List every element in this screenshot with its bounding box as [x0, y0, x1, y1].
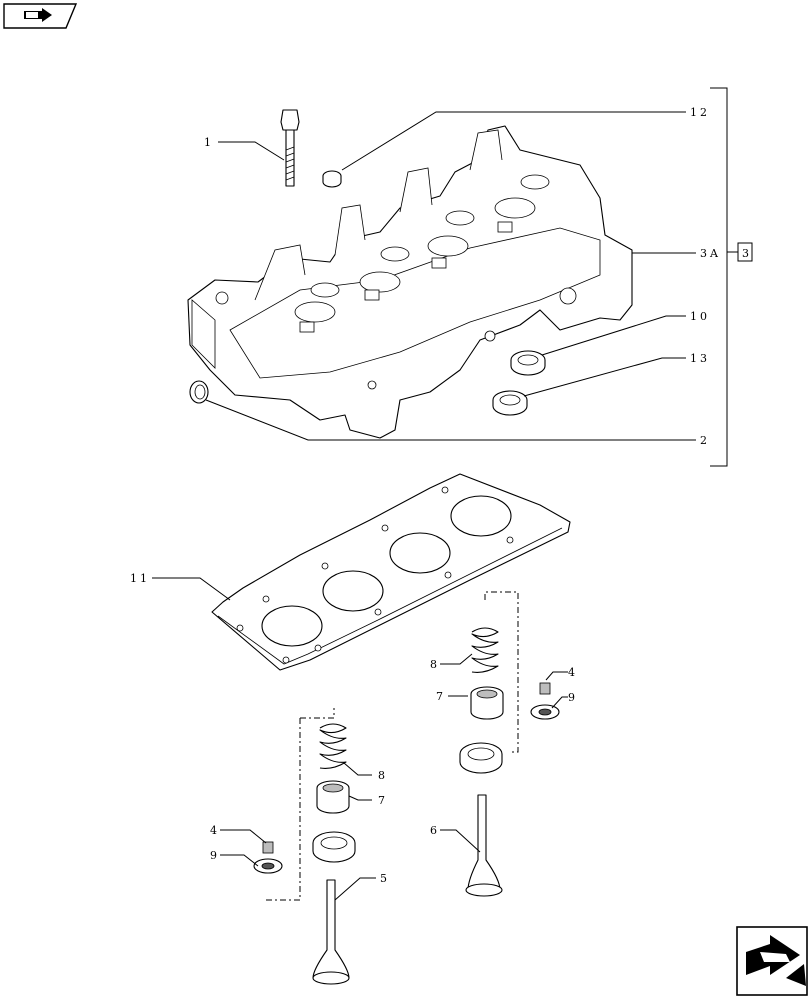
plug-part	[322, 170, 342, 188]
callout-4-lower: 4	[210, 824, 220, 837]
group-ref-label: 3	[742, 247, 749, 260]
top-nav-tab[interactable]	[3, 3, 78, 29]
callout-7-upper: 7	[436, 690, 446, 703]
large-plug-part	[492, 390, 528, 416]
callout-11: 11	[130, 572, 150, 585]
next-page-arrow-icon	[746, 935, 806, 986]
callout-8-lower: 8	[378, 769, 388, 782]
valve-seat-insert-lower	[312, 831, 356, 863]
callout-2: 2	[700, 434, 710, 447]
valve-stem-seal-lower	[316, 780, 350, 814]
callout-6: 6	[430, 824, 440, 837]
callout-3a: 3A	[700, 247, 721, 260]
callout-8-upper: 8	[430, 658, 440, 671]
valve-retainer-lower	[253, 858, 283, 874]
head-gasket	[211, 473, 571, 671]
callout-4-upper: 4	[568, 666, 578, 679]
group-ref-box[interactable]	[737, 242, 753, 262]
valve-stem-seal-upper	[470, 686, 504, 720]
book-arrow-icon	[24, 8, 52, 22]
callout-13: 13	[690, 352, 710, 365]
exhaust-valve	[312, 879, 350, 985]
valve-spring-upper	[471, 627, 499, 673]
seal-ring-part	[189, 380, 209, 404]
valve-retainer-upper	[530, 704, 560, 720]
valve-seat-insert-upper	[459, 742, 503, 774]
valve-spring-lower	[319, 723, 347, 769]
callout-9-lower: 9	[210, 849, 220, 862]
valve-group-dashed-outline-lower	[266, 708, 335, 901]
callout-7-lower: 7	[378, 794, 388, 807]
callout-1: 1	[204, 136, 214, 149]
callout-10: 10	[690, 310, 710, 323]
cylinder-head	[187, 125, 633, 439]
assembly-bracket	[710, 87, 728, 467]
callout-9-upper: 9	[568, 691, 578, 704]
next-page-button[interactable]	[736, 926, 808, 996]
valve-group-dashed-outline-upper	[484, 591, 519, 753]
valve-cotter-lower	[262, 841, 274, 854]
bolt-part	[280, 109, 300, 187]
cup-plug-part	[510, 350, 546, 376]
leader-lines	[152, 111, 696, 901]
callout-12: 12	[690, 106, 710, 119]
valve-cotter-upper	[539, 682, 551, 695]
callout-5: 5	[380, 872, 390, 885]
intake-valve	[465, 794, 503, 897]
